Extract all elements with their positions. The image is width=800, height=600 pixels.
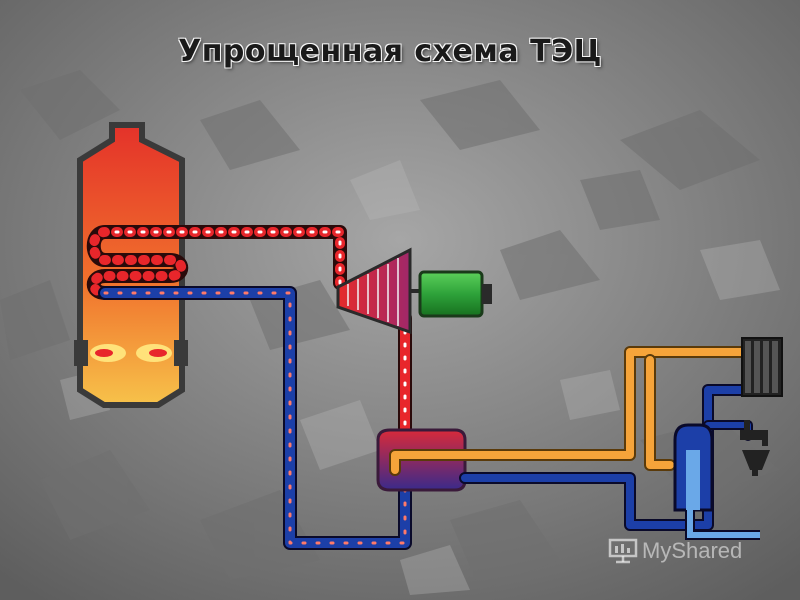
steam-turbine-icon [336,247,426,335]
sink-icon [742,450,770,476]
radiator-icon [741,337,783,397]
watermark-text: MyShared [642,538,743,563]
steam-pipe [86,225,412,439]
generator-icon [418,270,492,318]
heating-supply-pipe [389,346,748,476]
hot-water-tank-icon [673,423,760,540]
burner-flame-icon [90,344,172,362]
water-tap-icon [740,420,768,446]
presentation-board-icon [608,538,638,564]
return-water-pipe [98,286,412,550]
watermark: MyShared [608,538,742,564]
page-title: Упрощенная схема ТЭЦ [178,34,602,69]
